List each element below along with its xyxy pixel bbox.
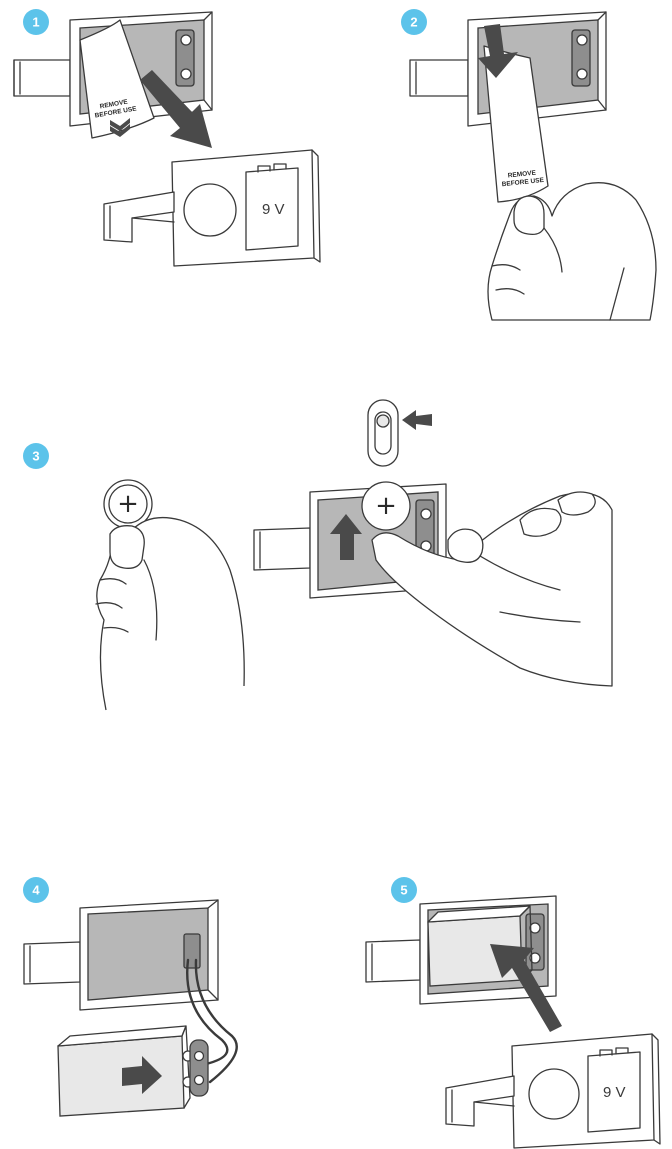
step-3: 3 + +: [23, 400, 612, 710]
step-4: 4: [23, 877, 237, 1116]
step-1-battery-label: 9 V: [262, 201, 285, 218]
step-3-coin-hand: +: [96, 480, 244, 710]
step-1-battery-cover: 9 V: [104, 150, 320, 266]
step-3-switch-arrow: [402, 410, 432, 430]
step-5-battery-label: 9 V: [603, 1084, 626, 1101]
step-4-battery: [58, 1026, 208, 1116]
step-3-installed-symbol: +: [375, 491, 397, 521]
step-1: 1 REMOVE BEFORE USE 9 V: [14, 9, 320, 266]
step-1-number: 1: [32, 15, 39, 30]
step-2: 2 REMOVE BEFORE USE: [401, 9, 656, 320]
step-3-number: 3: [32, 449, 39, 464]
step-2-hand: [488, 183, 656, 320]
step-5-number: 5: [400, 883, 407, 898]
step-3-switch: [368, 400, 432, 466]
step-3-coin-symbol: +: [117, 489, 139, 519]
step-4-number: 4: [32, 883, 40, 898]
step-5: 5 9 V: [366, 877, 660, 1148]
step-2-number: 2: [410, 15, 417, 30]
step-5-battery-cover: 9 V: [446, 1034, 660, 1148]
